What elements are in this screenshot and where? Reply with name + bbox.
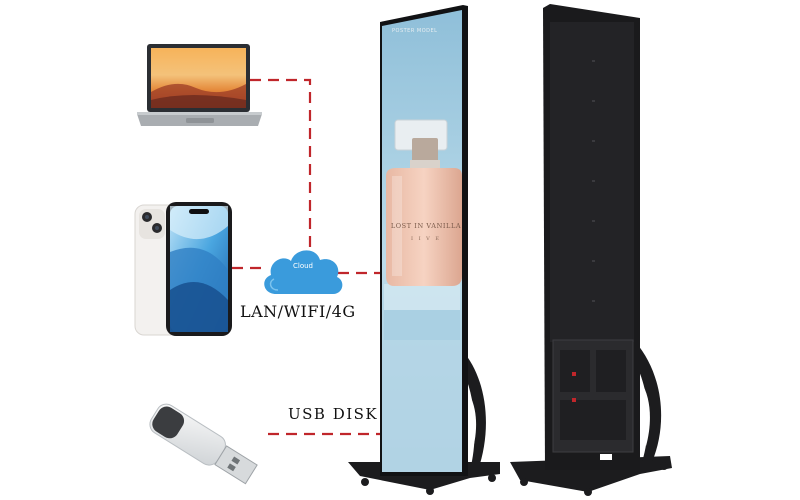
poster-brand-text: POSTER MODEL [392,28,438,34]
usb-drive-icon [149,403,258,485]
connector-laptop [250,78,312,250]
rear-panel-dots [592,60,595,302]
perfume-subtext: I I V E [411,236,441,242]
connector-lines [232,78,382,436]
cloud-label: Cloud [293,262,313,270]
cloud-icon [264,250,343,294]
perfume-name: LOST IN VANILLA [390,222,462,230]
usb-caption: USB DISK [288,405,379,423]
smartphone-icon [134,202,232,336]
network-caption: LAN/WIFI/4G [240,302,356,321]
poster-display-back [510,4,672,496]
perfume-bottle [386,119,462,286]
laptop-icon [137,44,262,126]
poster-display-front [348,5,500,495]
